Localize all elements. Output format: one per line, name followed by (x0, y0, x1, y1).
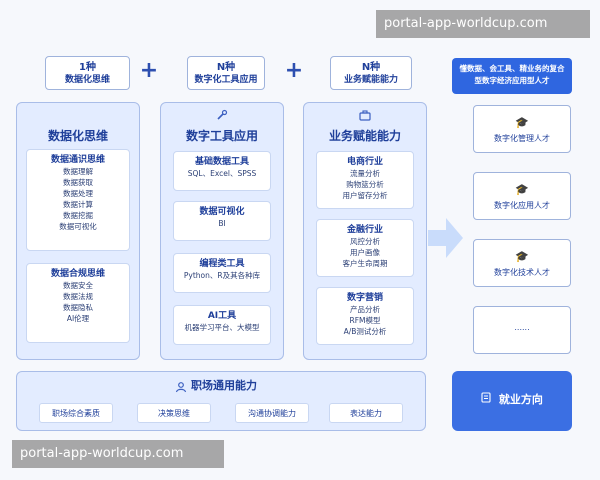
talent-card-management: 🎓 数字化管理人才 (473, 105, 571, 153)
card-line: A/B测试分析 (343, 327, 387, 336)
briefcase-icon (304, 109, 426, 124)
card-line: 流量分析 (350, 169, 380, 178)
card-line: 数据挖掘 (63, 211, 93, 220)
card-line: 机器学习平台、大模型 (184, 323, 260, 332)
card-title: 基础数据工具 (194, 157, 249, 167)
top-box-tools: N种 数字化工具应用 (187, 56, 265, 90)
person-icon (175, 378, 187, 397)
general-skills-title: 职场通用能力 (191, 379, 257, 392)
graduation-cap-icon: 🎓 (515, 116, 529, 129)
graduation-cap-icon: 🎓 (515, 250, 529, 263)
talent-label: 数字化管理人才 (494, 134, 550, 143)
talent-label: 数字化技术人才 (494, 268, 550, 277)
card-title: 金融行业 (346, 225, 383, 235)
top-box-data-thinking: 1种 数据化思维 (45, 56, 130, 90)
top-box-label: 数字化工具应用 (194, 75, 258, 85)
talent-header: 懂数据、会工具、精业务的复合型数字经济应用型人才 (452, 58, 572, 94)
card-line: 客户生命周期 (342, 259, 388, 268)
plus-sign: + (284, 58, 304, 83)
card-title: 数据合规思维 (50, 269, 105, 279)
card-title: 电商行业 (346, 157, 383, 167)
job-direction-box: 就业方向 (452, 371, 572, 431)
card-title: 编程类工具 (199, 259, 245, 269)
top-box-count: 1种 (79, 62, 96, 73)
top-box-count: N种 (216, 62, 236, 73)
card-visualization: 数据可视化 BI (173, 201, 271, 241)
graduation-cap-icon: 🎓 (515, 183, 529, 196)
top-box-label: 数据化思维 (64, 75, 110, 85)
card-basic-tools: 基础数据工具 SQL、Excel、SPSS (173, 151, 271, 191)
skill-pill: 决策思维 (137, 403, 211, 423)
card-line: 数据计算 (63, 200, 93, 209)
card-line: 数据获取 (63, 178, 93, 187)
talent-label: ...... (514, 323, 530, 332)
top-box-count: N种 (361, 62, 381, 73)
talent-card-application: 🎓 数字化应用人才 (473, 172, 571, 220)
skill-pill: 沟通协调能力 (235, 403, 309, 423)
card-data-literacy: 数据通识思维 数据理解 数据获取 数据处理 数据计算 数据挖掘 数据可视化 (26, 149, 130, 251)
column-digital-tools: 数字工具应用 基础数据工具 SQL、Excel、SPSS 数据可视化 BI 编程… (160, 102, 284, 360)
card-title: 数字营销 (346, 293, 383, 303)
card-line: 数据理解 (63, 167, 93, 176)
skill-pill: 表达能力 (329, 403, 403, 423)
column-title: 数字工具应用 (185, 129, 258, 143)
card-title: 数据可视化 (199, 207, 245, 217)
card-line: 数据处理 (63, 189, 93, 198)
talent-card-more: ...... (473, 306, 571, 354)
card-ecommerce: 电商行业 流量分析 购物篮分析 用户留存分析 (316, 151, 414, 209)
top-box-label: 业务赋能能力 (343, 75, 398, 85)
card-marketing: 数字营销 产品分析 RFM模型 A/B测试分析 (316, 287, 414, 345)
talent-label: 数字化应用人才 (494, 201, 550, 210)
card-line: 购物篮分析 (346, 180, 384, 189)
card-line: 数据安全 (63, 281, 93, 290)
card-line: RFM模型 (349, 316, 381, 325)
card-finance: 金融行业 风控分析 用户画像 客户生命周期 (316, 219, 414, 277)
card-line: 用户画像 (350, 248, 380, 257)
card-data-compliance: 数据合规思维 数据安全 数据法规 数据隐私 AI伦理 (26, 263, 130, 343)
card-programming: 编程类工具 Python、R及其各种库 (173, 253, 271, 293)
card-line: AI伦理 (66, 314, 90, 323)
skill-pill: 职场综合素质 (39, 403, 113, 423)
card-title: 数据通识思维 (50, 155, 105, 165)
job-direction-label: 就业方向 (498, 393, 543, 406)
card-line: 数据隐私 (63, 303, 93, 312)
watermark-bottom: portal-app-worldcup.com (12, 440, 224, 468)
card-line: 数据可视化 (59, 222, 97, 231)
general-skills-panel: 职场通用能力 职场综合素质 决策思维 沟通协调能力 表达能力 (16, 371, 426, 431)
document-icon (481, 371, 491, 429)
column-business: 业务赋能能力 电商行业 流量分析 购物篮分析 用户留存分析 金融行业 风控分析 … (303, 102, 427, 360)
wrench-icon (161, 109, 283, 124)
top-box-business: N种 业务赋能能力 (330, 56, 412, 90)
watermark-top: portal-app-worldcup.com (376, 10, 590, 38)
card-ai-tools: AI工具 机器学习平台、大模型 (173, 305, 271, 345)
column-title: 数据化思维 (47, 129, 108, 143)
plus-sign: + (139, 58, 159, 83)
card-line: 数据法规 (63, 292, 93, 301)
card-line: 风控分析 (350, 237, 380, 246)
column-data-thinking: 数据化思维 数据通识思维 数据理解 数据获取 数据处理 数据计算 数据挖掘 数据… (16, 102, 140, 360)
card-line: Python、R及其各种库 (183, 271, 261, 280)
talent-card-technical: 🎓 数字化技术人才 (473, 239, 571, 287)
column-title: 业务赋能能力 (328, 129, 401, 143)
card-title: AI工具 (207, 311, 237, 321)
card-line: BI (218, 219, 226, 228)
card-line: 用户留存分析 (342, 191, 388, 200)
card-line: 产品分析 (350, 305, 380, 314)
arrow-right-icon (428, 218, 463, 258)
card-line: SQL、Excel、SPSS (187, 169, 257, 178)
